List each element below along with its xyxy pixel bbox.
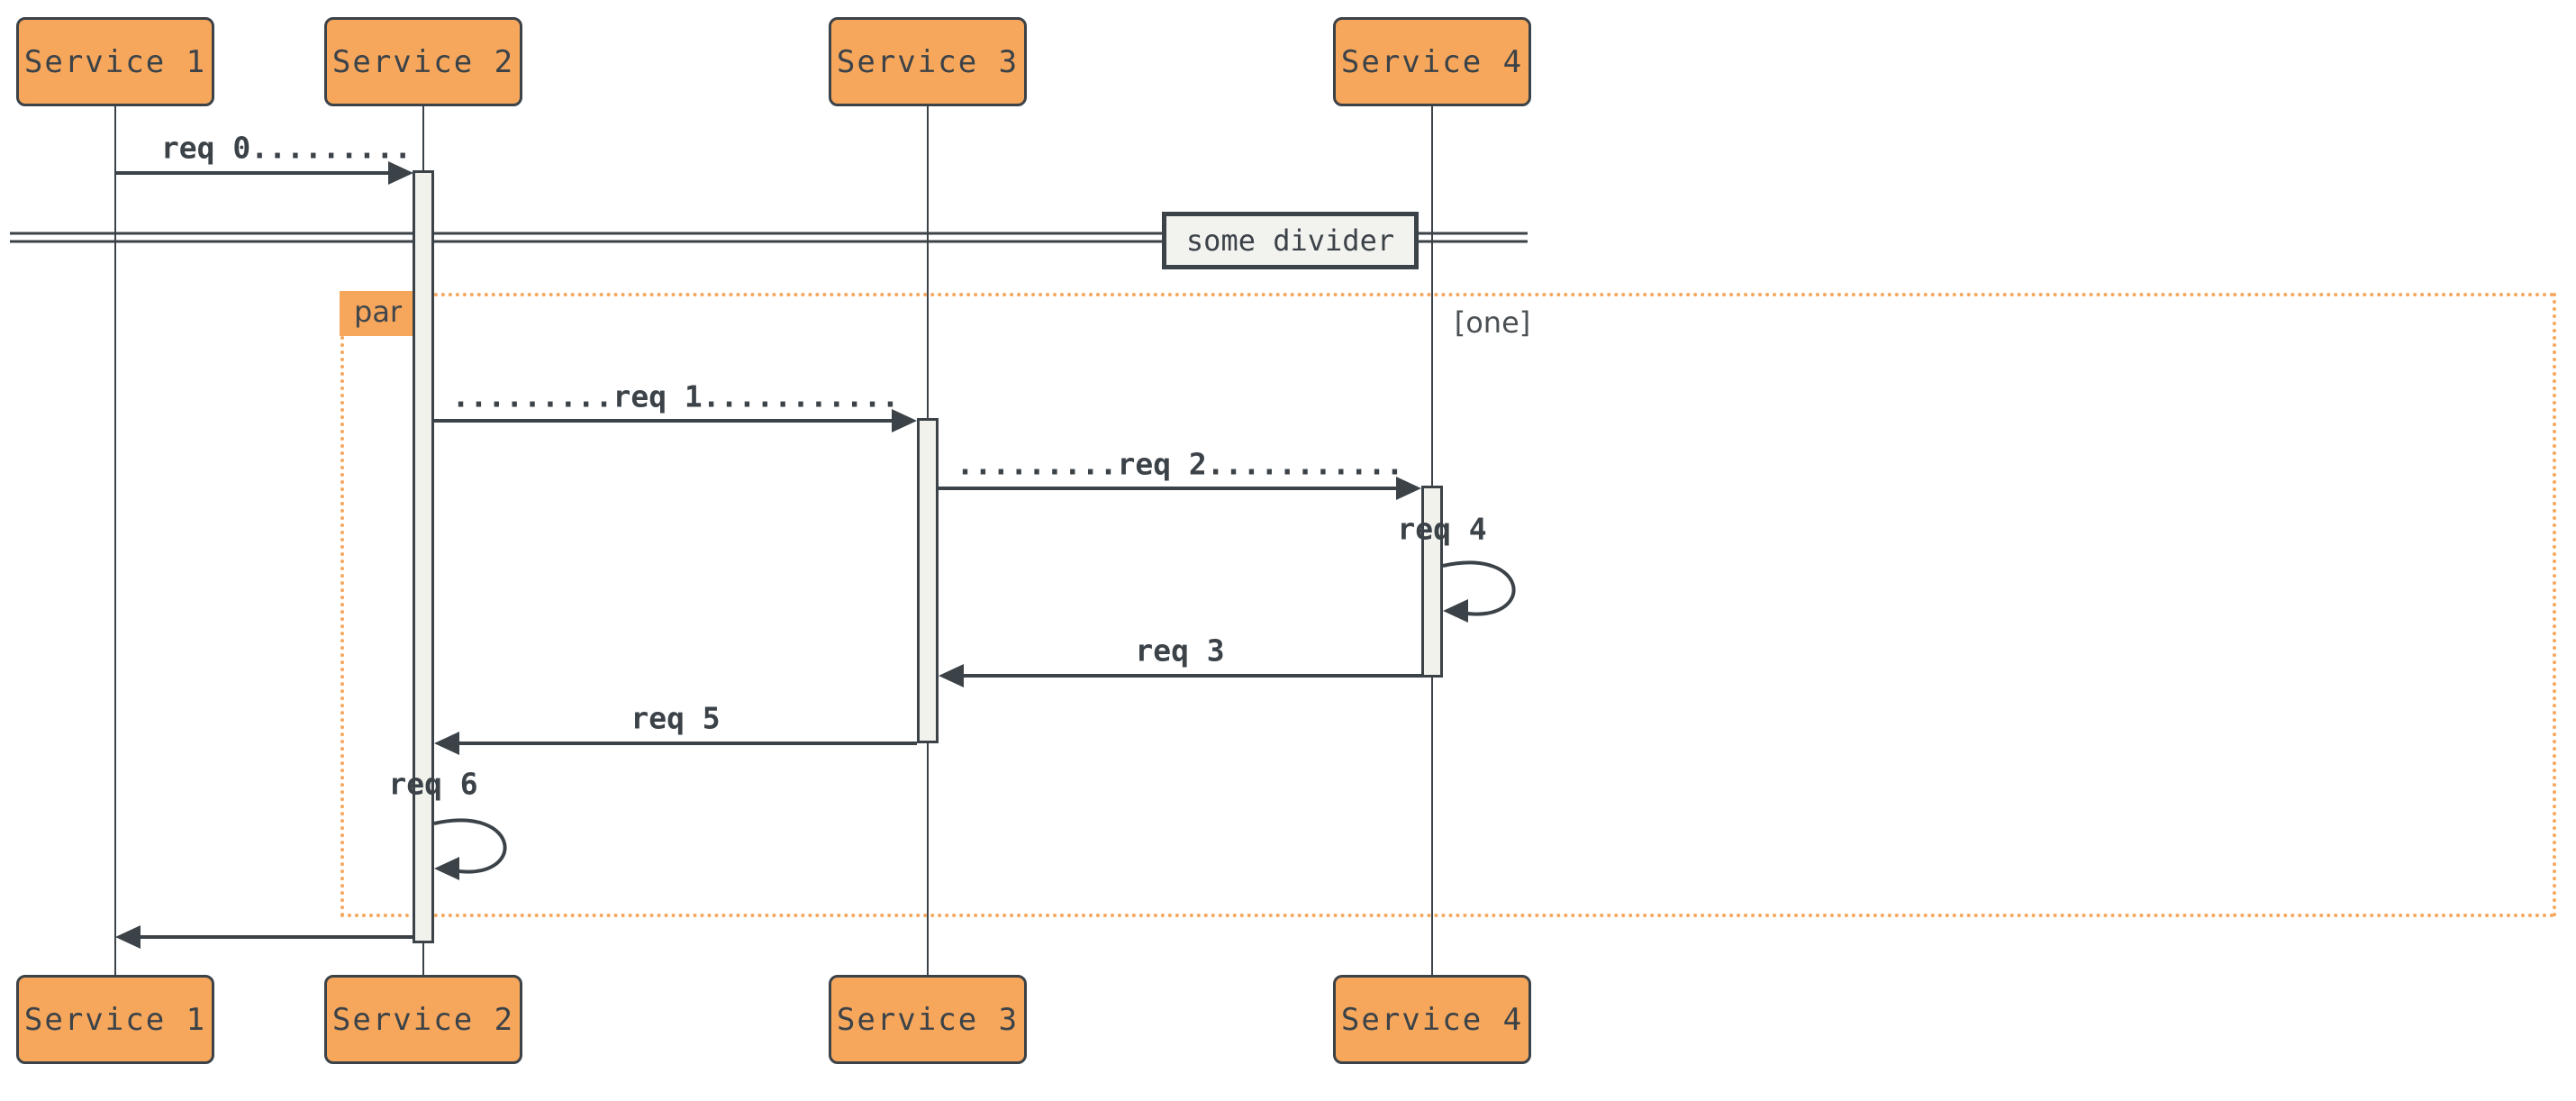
actor-bottom-service-3: Service 3 [829, 975, 1027, 1064]
message-label-req-4: req 4 [1397, 511, 1487, 547]
message-label-req-5: req 5 [630, 700, 721, 736]
actor-label: Service 4 [1340, 1001, 1524, 1038]
actor-top-service-4: Service 4 [1333, 17, 1531, 106]
message-label-req-1: .........req 1........... [451, 378, 900, 414]
activation-bar-service-2 [413, 170, 434, 943]
actor-label: Service 2 [331, 1001, 515, 1038]
message-label-req-6: req 6 [388, 766, 478, 802]
activation-bar-service-4 [1421, 486, 1443, 678]
actor-top-service-3: Service 3 [829, 17, 1027, 106]
actor-bottom-service-1: Service 1 [16, 975, 214, 1064]
actor-bottom-service-2: Service 2 [324, 975, 522, 1064]
actor-label: Service 1 [23, 43, 207, 80]
divider-label: some divider [1185, 223, 1395, 258]
arrowhead-return [115, 925, 141, 949]
message-label-req-0: req 0......... [160, 130, 413, 166]
par-block-frame [340, 293, 2556, 917]
par-block-label: par [354, 295, 403, 329]
actor-top-service-1: Service 1 [16, 17, 214, 106]
divider-box: some divider [1162, 212, 1419, 269]
activation-bar-service-3 [917, 418, 939, 743]
actor-label: Service 3 [836, 43, 1020, 80]
actor-bottom-service-4: Service 4 [1333, 975, 1531, 1064]
message-label-req-3: req 3 [1135, 632, 1225, 669]
actor-label: Service 3 [836, 1001, 1020, 1038]
message-label-req-2: .........req 2........... [956, 446, 1404, 482]
actor-top-service-2: Service 2 [324, 17, 522, 106]
par-block-condition: [one] [1454, 305, 1531, 340]
actor-label: Service 1 [23, 1001, 207, 1038]
actor-label: Service 4 [1340, 43, 1524, 80]
actor-label: Service 2 [331, 43, 515, 80]
